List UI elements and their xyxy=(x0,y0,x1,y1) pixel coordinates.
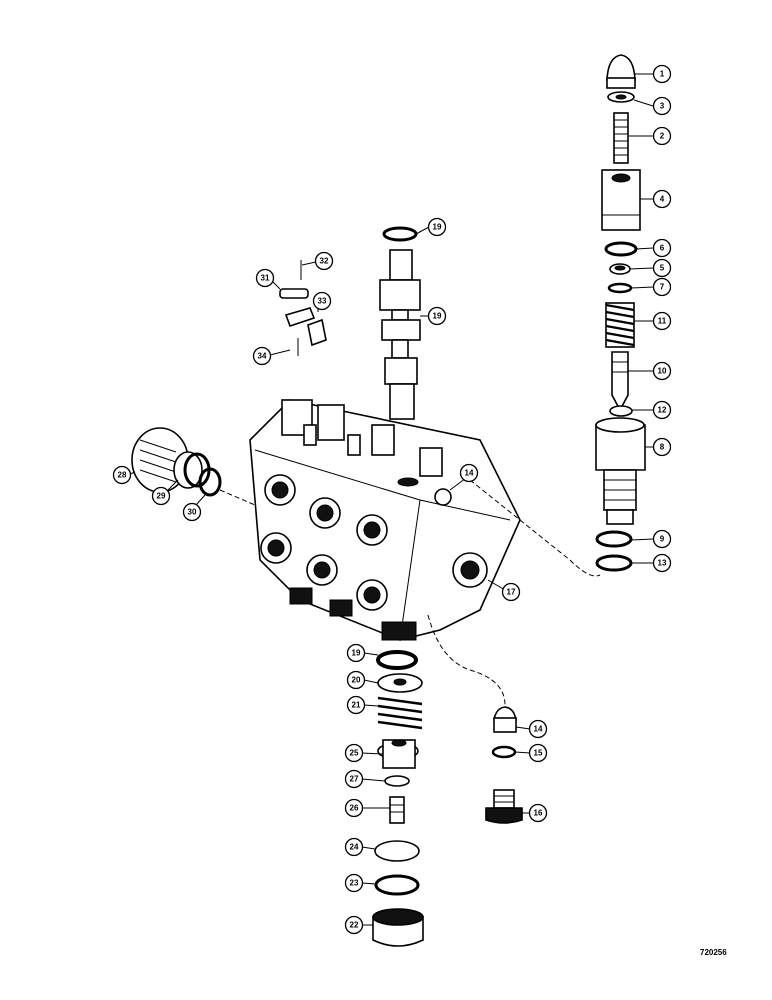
callout-2: 2 xyxy=(652,126,672,146)
svg-text:9: 9 xyxy=(660,535,665,544)
svg-text:22: 22 xyxy=(350,921,359,930)
svg-text:14: 14 xyxy=(534,725,543,734)
callout-15: 15 xyxy=(528,743,548,763)
svg-text:32: 32 xyxy=(320,257,329,266)
callout-23: 23 xyxy=(344,873,364,893)
svg-text:30: 30 xyxy=(188,508,197,517)
svg-text:21: 21 xyxy=(352,701,361,710)
svg-text:5: 5 xyxy=(660,264,665,273)
callout-10: 10 xyxy=(652,361,672,381)
callout-1: 1 xyxy=(652,64,672,84)
svg-text:13: 13 xyxy=(658,559,667,568)
callout-29: 29 xyxy=(151,486,171,506)
svg-text:19: 19 xyxy=(433,223,442,232)
svg-text:16: 16 xyxy=(534,809,543,818)
svg-text:33: 33 xyxy=(318,297,327,306)
callout-21: 21 xyxy=(346,695,366,715)
svg-text:31: 31 xyxy=(261,274,270,283)
callout-11: 11 xyxy=(652,311,672,331)
callout-19-top: 19 xyxy=(427,217,447,237)
svg-text:17: 17 xyxy=(507,588,516,597)
callout-7: 7 xyxy=(652,277,672,297)
relief-valve-stack xyxy=(595,54,646,572)
svg-text:8: 8 xyxy=(660,443,665,452)
svg-text:15: 15 xyxy=(534,749,543,758)
svg-text:2: 2 xyxy=(660,132,665,141)
callout-14-upper: 14 xyxy=(459,463,479,483)
valve-body xyxy=(249,399,521,641)
svg-text:25: 25 xyxy=(350,749,359,758)
drawing-reference-number: 720256 xyxy=(700,948,727,957)
callout-28: 28 xyxy=(112,465,132,485)
callout-13: 13 xyxy=(652,553,672,573)
svg-text:24: 24 xyxy=(350,843,359,852)
svg-text:4: 4 xyxy=(660,195,665,204)
svg-text:27: 27 xyxy=(350,775,359,784)
svg-text:14: 14 xyxy=(465,469,474,478)
svg-text:19: 19 xyxy=(352,649,361,658)
svg-text:1: 1 xyxy=(660,70,665,79)
svg-text:34: 34 xyxy=(258,352,267,361)
svg-text:26: 26 xyxy=(350,804,359,813)
svg-text:3: 3 xyxy=(660,102,665,111)
callout-12: 12 xyxy=(652,400,672,420)
linkage-parts xyxy=(279,260,327,356)
callout-24: 24 xyxy=(344,837,364,857)
callout-33: 33 xyxy=(312,291,332,311)
callout-5: 5 xyxy=(652,258,672,278)
callout-17: 17 xyxy=(501,582,521,602)
callout-32: 32 xyxy=(314,251,334,271)
callout-6: 6 xyxy=(652,238,672,258)
side-fitting xyxy=(131,427,256,506)
callout-27: 27 xyxy=(344,769,364,789)
callout-8: 8 xyxy=(652,437,672,457)
callout-25: 25 xyxy=(344,743,364,763)
callout-31: 31 xyxy=(255,268,275,288)
callout-4: 4 xyxy=(652,189,672,209)
svg-text:6: 6 xyxy=(660,244,665,253)
callout-19-spool: 19 xyxy=(427,306,447,326)
callout-34: 34 xyxy=(252,346,272,366)
callout-26: 26 xyxy=(344,798,364,818)
dashed-leaders xyxy=(427,479,601,706)
svg-text:10: 10 xyxy=(658,367,667,376)
svg-text:29: 29 xyxy=(157,492,166,501)
callout-22: 22 xyxy=(344,915,364,935)
svg-text:28: 28 xyxy=(118,471,127,480)
callout-leaders xyxy=(129,73,654,926)
callout-20: 20 xyxy=(346,670,366,690)
svg-text:12: 12 xyxy=(658,406,667,415)
callout-19-bottom: 19 xyxy=(346,643,366,663)
svg-text:20: 20 xyxy=(352,676,361,685)
svg-text:11: 11 xyxy=(658,317,667,326)
lower-stack xyxy=(372,650,424,947)
callout-3: 3 xyxy=(652,96,672,116)
svg-text:19: 19 xyxy=(433,312,442,321)
svg-text:7: 7 xyxy=(660,283,665,292)
callout-30: 30 xyxy=(182,502,202,522)
spool-assembly xyxy=(379,226,421,420)
callout-14-lower: 14 xyxy=(528,719,548,739)
callout-16: 16 xyxy=(528,803,548,823)
callout-9: 9 xyxy=(652,529,672,549)
svg-text:23: 23 xyxy=(350,879,359,888)
small-parts xyxy=(485,706,523,824)
